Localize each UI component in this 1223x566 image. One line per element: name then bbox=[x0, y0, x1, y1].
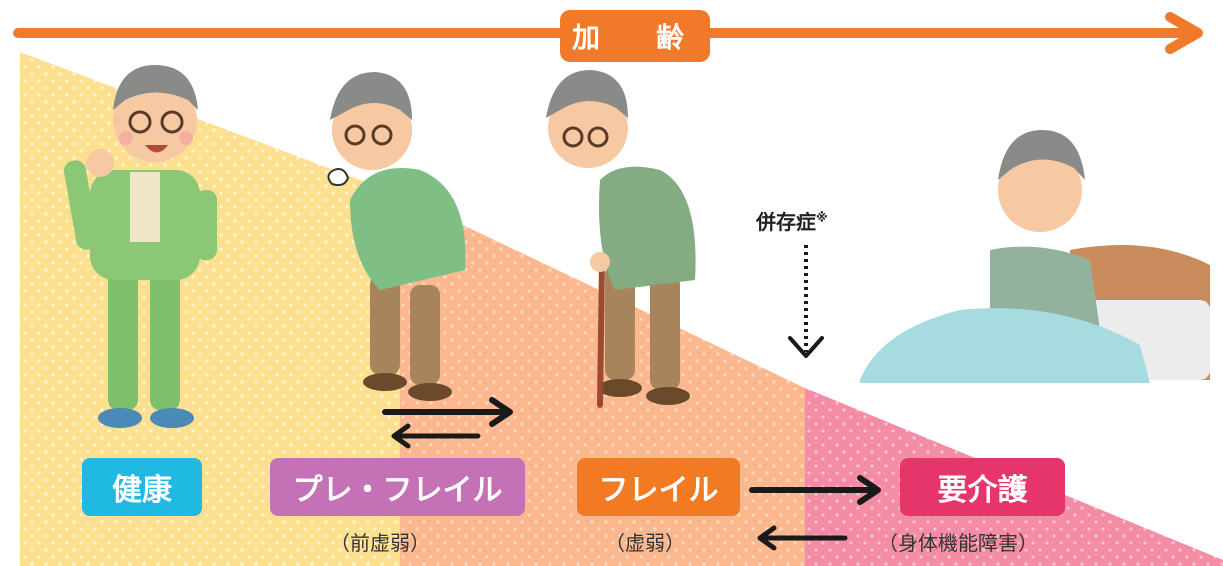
aging-title: 加 齢 bbox=[560, 10, 710, 62]
arrow-care-to-frail-head bbox=[757, 525, 777, 551]
stage-label-frail: フレイル bbox=[577, 458, 740, 516]
arrow-frail-to-prefrail-head bbox=[391, 423, 411, 449]
healthy-elder-figure bbox=[63, 65, 217, 428]
frail-elder-figure bbox=[546, 70, 696, 408]
stage-sub-pre-frail: （前虚弱） bbox=[330, 531, 430, 555]
stage-label-pre-frail: プレ・フレイル bbox=[270, 458, 525, 516]
comorbidity-arrow-head bbox=[788, 336, 824, 358]
pre-frail-elder-figure bbox=[327, 72, 466, 401]
aging-arrow-head bbox=[1165, 12, 1203, 54]
comorbidity-label: 併存症※ bbox=[756, 206, 828, 235]
stage-label-healthy: 健康 bbox=[82, 458, 202, 516]
arrow-frail-to-care-head bbox=[857, 475, 881, 505]
arrow-prefrail-to-frail-head bbox=[489, 397, 513, 427]
comorbidity-text: 併存症 bbox=[756, 210, 816, 234]
care-needed-elder-figure bbox=[860, 130, 1210, 383]
stage-sub-care: （身体機能障害） bbox=[878, 531, 1038, 555]
comorbidity-note-mark: ※ bbox=[816, 210, 828, 225]
stage-label-care: 要介護 bbox=[900, 458, 1065, 516]
stage-sub-frail: （虚弱） bbox=[605, 531, 685, 555]
